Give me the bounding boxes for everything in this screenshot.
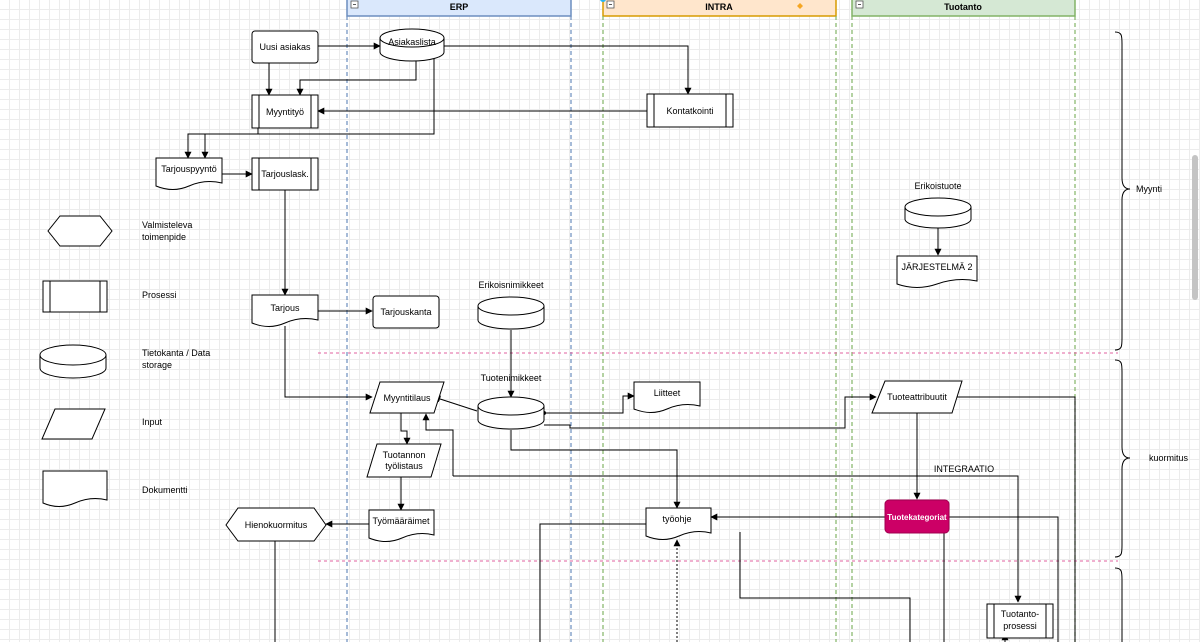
integraatio-label: INTEGRAATIO [934,464,994,474]
lane-erp[interactable]: ERP [346,0,572,642]
lane-title-erp: ERP [450,2,469,12]
selection-handle-icon[interactable] [600,0,606,2]
svg-text:Kontatkointi: Kontatkointi [666,106,713,116]
svg-text:Liitteet: Liitteet [654,388,681,398]
lane-tuotanto[interactable]: Tuotanto [851,0,1076,642]
svg-text:työlistaus: työlistaus [385,461,423,471]
legend: Valmisteleva toimenpide Prosessi Tietoka… [39,215,210,507]
svg-text:Myyntitilaus: Myyntitilaus [383,393,431,403]
brace-kuormitus [1114,359,1131,558]
svg-text:Tarjous: Tarjous [270,303,300,313]
node-erikoisnimikkeet[interactable]: Erikoisnimikkeet [477,280,545,330]
node-liitteet[interactable]: Liitteet [633,381,701,413]
node-tuotekategoriat[interactable]: Tuotekategoriat [884,499,950,534]
node-tyoohje[interactable]: työohje [645,507,712,540]
svg-text:työohje: työohje [662,514,691,524]
svg-text:Tuotannon: Tuotannon [383,450,426,460]
svg-text:Myyntityö: Myyntityö [266,107,304,117]
brace-myynti [1114,31,1131,351]
section-label-kuormitus: kuormitus [1149,453,1189,463]
svg-text:Tarjouskanta: Tarjouskanta [380,307,431,317]
legend-label-valmisteleva: Valmisteleva [142,220,192,230]
lane-title-intra: INTRA [705,2,733,12]
node-myyntitilaus[interactable]: Myyntitilaus [369,381,445,414]
lane-intra[interactable]: INTRA [600,0,837,642]
svg-text:Erikoistuote: Erikoistuote [914,181,961,191]
node-tuotantoprosessi[interactable]: Tuotanto- prosessi [986,603,1054,639]
node-erikoistuote[interactable]: Erikoistuote [904,181,972,229]
legend-label-tietokanta: Tietokanta / Data [142,348,210,358]
svg-text:Hienokuormitus: Hienokuormitus [245,520,308,530]
brace-next [1114,567,1123,642]
vertical-scrollbar[interactable] [1192,155,1198,300]
node-tarjouslask[interactable]: Tarjouslask. [251,157,319,191]
node-tuotannon-tyolistaus[interactable]: Tuotannon työlistaus [366,443,442,478]
legend-label-dokumentti: Dokumentti [142,485,188,495]
node-tarjouspyynto[interactable]: Tarjouspyyntö [155,157,223,190]
node-hienokuormitus[interactable]: Hienokuormitus [225,507,327,542]
node-asiakaslista[interactable]: Asiakaslista [379,28,445,62]
node-tarjouskanta[interactable]: Tarjouskanta [372,295,440,329]
selection-handle-icon[interactable] [797,3,803,9]
svg-text:Tarjouspyyntö: Tarjouspyyntö [161,164,217,174]
node-jarjestelma-2[interactable]: JÄRJESTELMÄ 2 [896,255,978,288]
legend-label-prosessi: Prosessi [142,290,177,300]
svg-text:prosessi: prosessi [1003,621,1037,631]
lane-title-tuotanto: Tuotanto [944,2,982,12]
svg-text:Tuotenimikkeet: Tuotenimikkeet [481,373,542,383]
svg-text:Tuoteattribuutit: Tuoteattribuutit [887,392,947,402]
node-uusi-asiakas[interactable]: Uusi asiakas [251,30,319,64]
svg-text:Tuotekategoriat: Tuotekategoriat [887,513,947,522]
edges [184,42,1076,642]
legend-shape-input [41,408,106,440]
svg-text:Tuotanto-: Tuotanto- [1001,609,1039,619]
legend-shape-preparation [47,215,113,247]
svg-text:Asiakaslista: Asiakaslista [388,37,436,47]
node-tuotenimikkeet[interactable]: Tuotenimikkeet [477,373,545,430]
node-myyntityo[interactable]: Myyntityö [251,94,319,129]
legend-label-storage: storage [142,360,172,370]
legend-label-toimenpide: toimenpide [142,232,186,242]
node-tuoteattribuutit[interactable]: Tuoteattribuutit [871,380,963,414]
svg-text:Uusi asiakas: Uusi asiakas [259,42,311,52]
node-kontatkointi[interactable]: Kontatkointi [646,93,734,128]
legend-shape-document [42,470,108,507]
legend-shape-database [39,344,107,379]
svg-text:JÄRJESTELMÄ 2: JÄRJESTELMÄ 2 [901,262,972,272]
svg-text:Erikoisnimikkeet: Erikoisnimikkeet [478,280,544,290]
svg-text:Työmääräimet: Työmääräimet [372,516,430,526]
node-tarjous[interactable]: Tarjous [251,294,319,327]
legend-label-input: Input [142,417,163,427]
node-tyomaaraimet[interactable]: Työmääräimet [368,509,435,542]
svg-text:Tarjouslask.: Tarjouslask. [261,169,309,179]
legend-shape-process [42,280,108,313]
section-label-myynti: Myynti [1136,184,1162,194]
